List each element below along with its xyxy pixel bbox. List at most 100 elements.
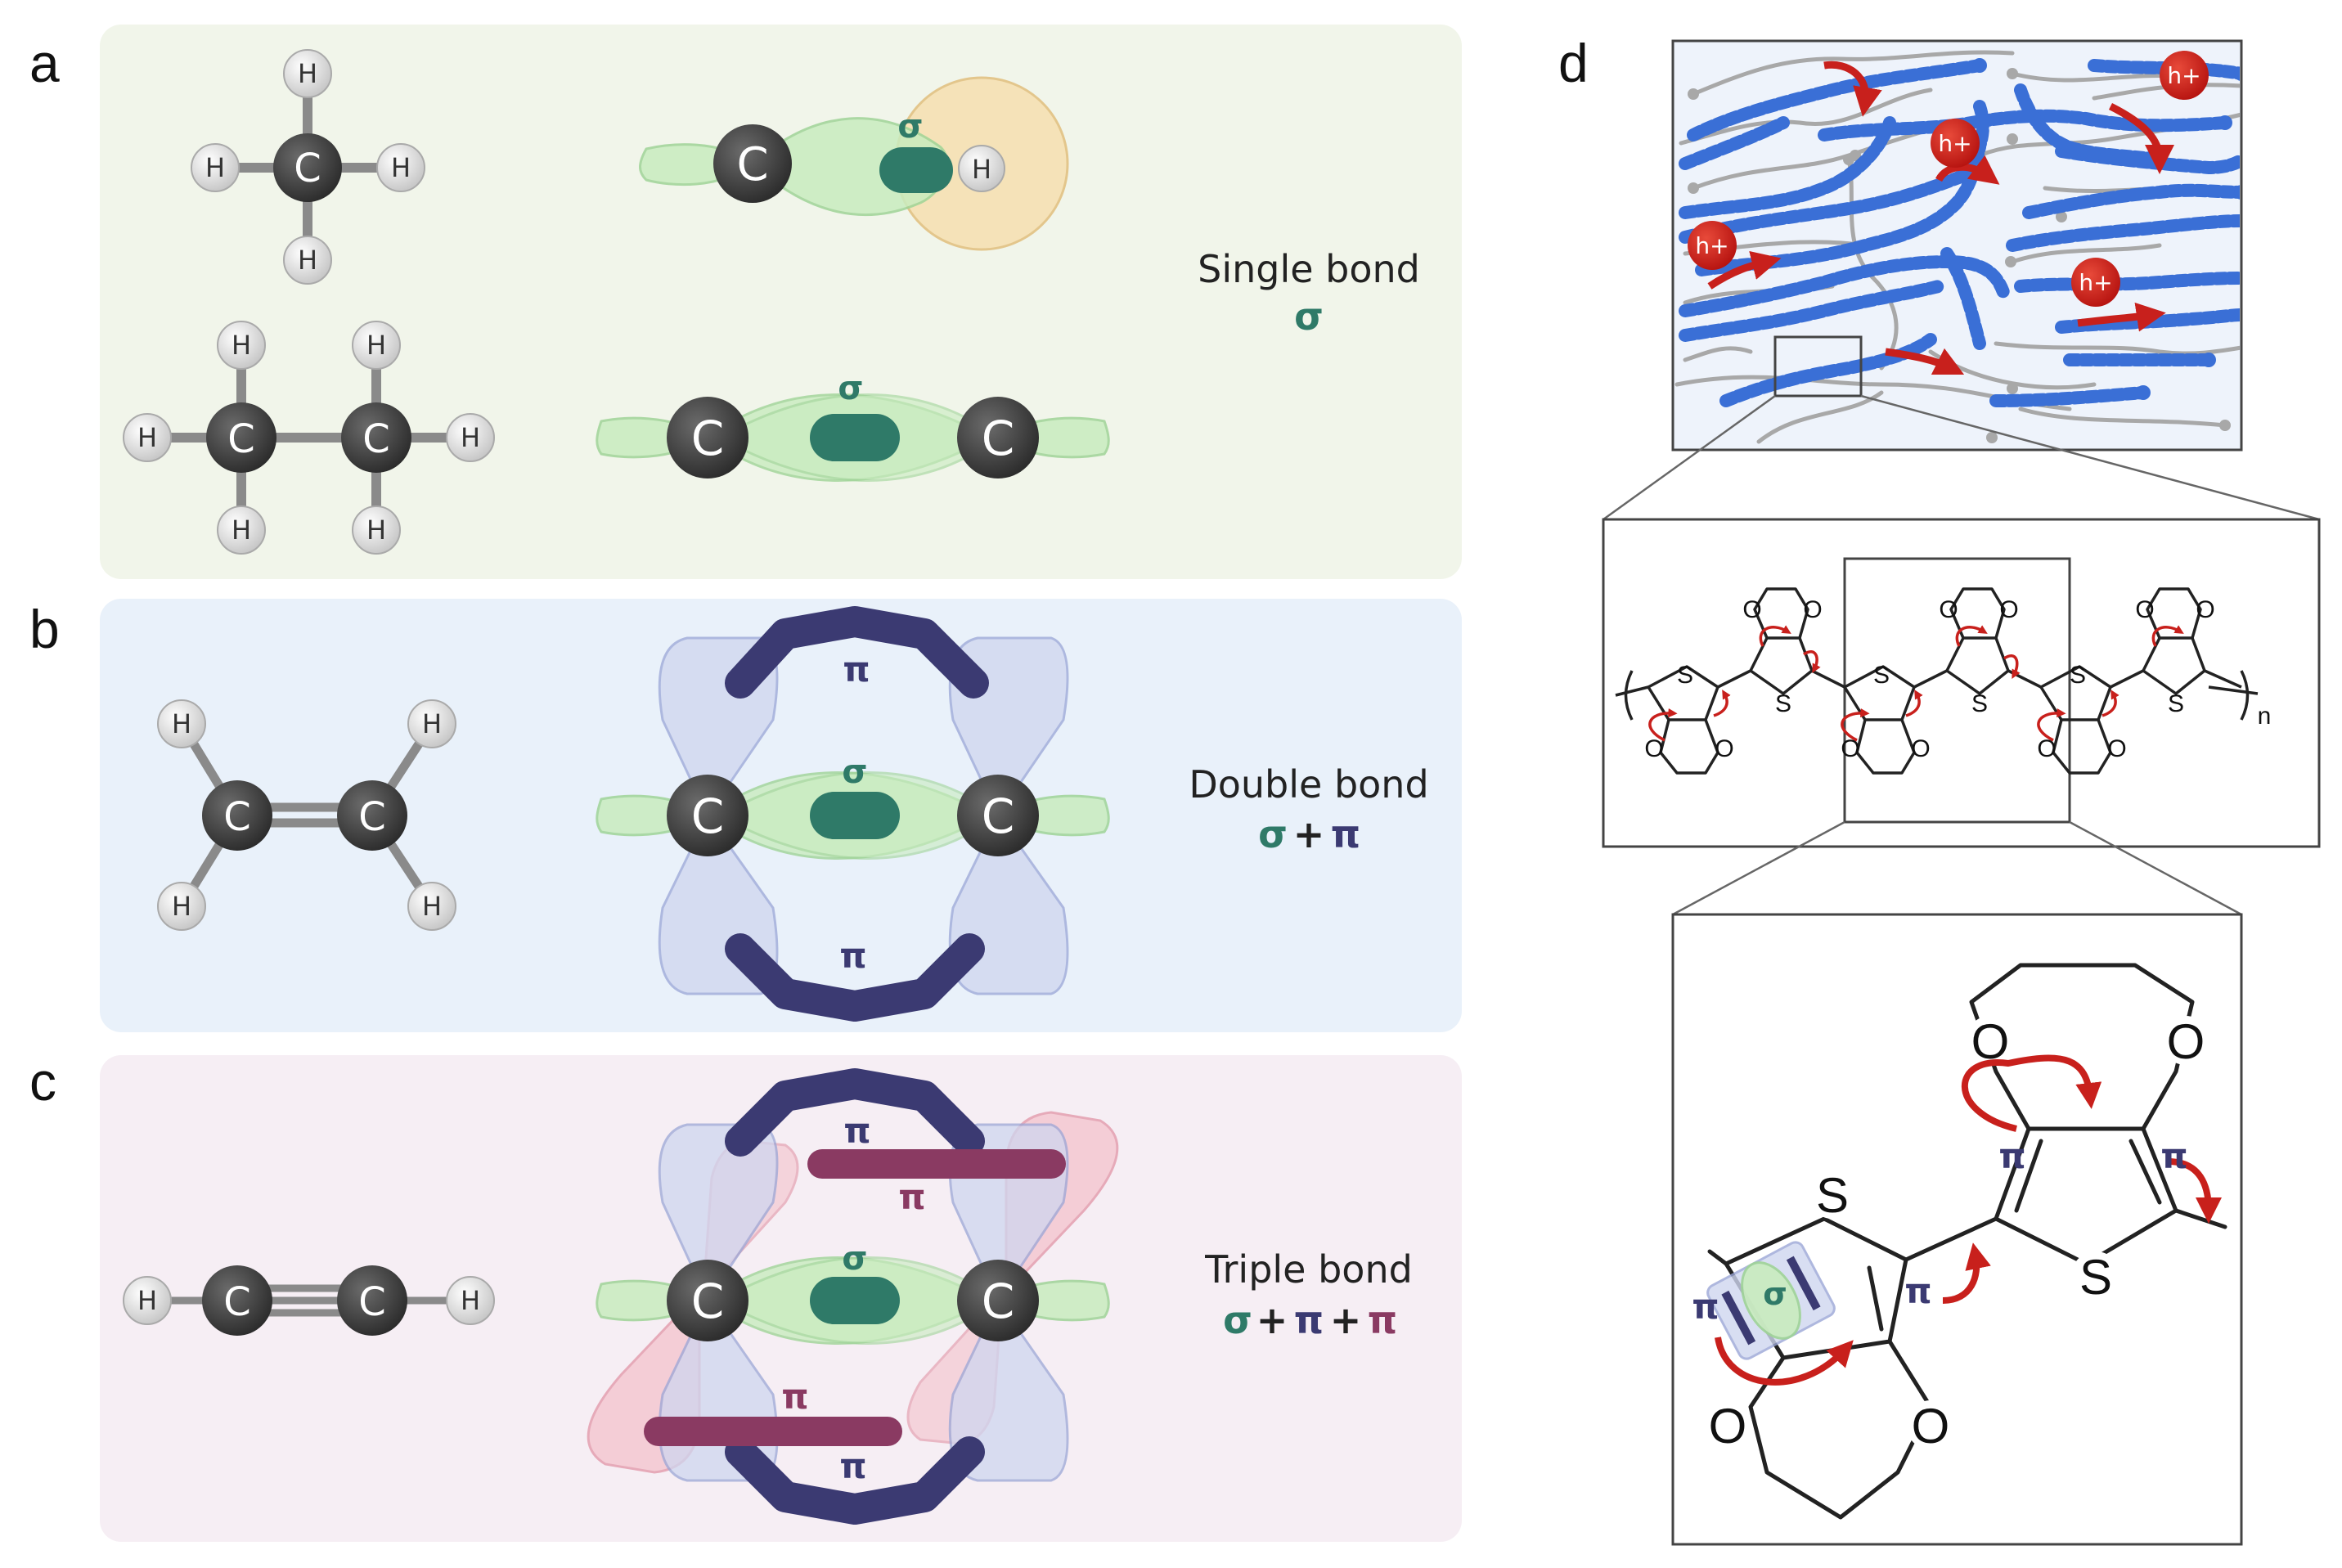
svg-text:π: π <box>1998 1136 2025 1176</box>
pi-bond-bottom <box>725 933 985 1022</box>
svg-text:H: H <box>298 58 317 89</box>
svg-text:S: S <box>2070 662 2086 689</box>
svg-text:H: H <box>172 708 191 739</box>
ethene-molecule: C C H H H H <box>157 699 456 931</box>
electron-arrows-chain <box>1648 625 2184 742</box>
single-bond-title: Single bond <box>1198 247 1420 291</box>
bond-orbital-overlay <box>1706 1241 1836 1360</box>
triple-bond-orbital-diagram: C C σ π π π π <box>587 1068 1119 1525</box>
pi-bond-top <box>725 606 989 699</box>
zoom-lines-1 <box>1603 394 2320 521</box>
svg-text:O: O <box>1742 596 1761 623</box>
svg-text:H: H <box>298 245 317 276</box>
hydrogen-atoms: H H H H <box>191 49 425 285</box>
svg-text:O: O <box>1939 596 1958 623</box>
svg-text:O: O <box>2135 596 2154 623</box>
svg-text:H: H <box>137 422 157 453</box>
svg-text:O: O <box>2037 735 2056 762</box>
panel-label-a: a <box>29 33 60 93</box>
svg-text:σ: σ <box>1763 1276 1787 1312</box>
svg-text:π: π <box>898 1177 925 1217</box>
svg-text:C: C <box>362 416 390 462</box>
svg-text:C: C <box>982 411 1015 466</box>
svg-text:σ: σ <box>842 1240 867 1278</box>
svg-text:O: O <box>1715 735 1733 762</box>
sigma-bond <box>879 147 953 193</box>
svg-text:S: S <box>1971 690 1988 717</box>
svg-text:π: π <box>839 1446 866 1486</box>
svg-text:H: H <box>422 708 442 739</box>
svg-text:H: H <box>461 422 480 453</box>
svg-text:C: C <box>982 788 1015 844</box>
svg-text:+: + <box>1330 1298 1362 1342</box>
svg-text:S: S <box>1816 1168 1849 1223</box>
svg-text:π: π <box>1904 1271 1931 1311</box>
zoom-lines-2 <box>1672 820 2242 916</box>
panel-label-d: d <box>1558 33 1589 93</box>
svg-text:C: C <box>691 411 725 466</box>
zoom-region-2 <box>1843 557 2071 824</box>
svg-text:O: O <box>2167 1014 2205 1069</box>
svg-text:C: C <box>691 788 725 844</box>
single-bond-formula-sigma: σ <box>1294 294 1324 339</box>
ch-sigma-orbital-diagram: C H σ <box>639 76 1069 251</box>
polymer-film-box: h+ h+ h+ h+ <box>1671 39 2243 452</box>
svg-text:C: C <box>982 1274 1015 1329</box>
pedot-chain-box: S S S S S S O O O O O O O O O O O O n <box>1602 518 2321 848</box>
svg-text:S: S <box>2079 1250 2112 1305</box>
svg-text:H: H <box>205 152 225 183</box>
double-bond-formula: σ + π <box>1258 812 1360 856</box>
svg-text:C: C <box>736 138 768 191</box>
svg-text:h+: h+ <box>1695 232 1728 259</box>
svg-text:H: H <box>232 330 251 361</box>
methane-molecule: C H H H H <box>191 49 425 285</box>
svg-text:σ: σ <box>842 753 867 791</box>
svg-text:σ: σ <box>1258 812 1288 856</box>
svg-text:σ: σ <box>838 370 863 407</box>
svg-text:O: O <box>1999 596 2018 623</box>
triple-bond-formula: σ + π + π <box>1223 1298 1397 1342</box>
svg-text:S: S <box>1873 662 1890 689</box>
svg-text:π: π <box>781 1377 808 1417</box>
svg-text:h+: h+ <box>2079 269 2112 296</box>
svg-text:S: S <box>1677 662 1693 689</box>
svg-text:π: π <box>843 1111 870 1151</box>
ethane-molecule: C C H H H H H H <box>123 321 495 555</box>
svg-text:H: H <box>972 154 991 185</box>
svg-text:H: H <box>391 152 411 183</box>
svg-text:σ: σ <box>1223 1298 1252 1342</box>
svg-text:H: H <box>366 514 386 546</box>
svg-text:C: C <box>358 1279 386 1325</box>
svg-text:π: π <box>1331 812 1360 856</box>
panel-label-c: c <box>29 1051 56 1112</box>
svg-text:C: C <box>358 794 386 840</box>
svg-text:π: π <box>1692 1287 1719 1327</box>
cc-sigma-orbital-diagram: C C σ <box>596 370 1110 482</box>
triple-bond-title: Triple bond <box>1204 1247 1413 1292</box>
svg-text:O: O <box>1911 735 1930 762</box>
svg-text:H: H <box>172 891 191 922</box>
double-bond-orbital-diagram: C C σ π π <box>596 606 1110 1022</box>
svg-text:H: H <box>366 330 386 361</box>
svg-text:h+: h+ <box>2167 62 2200 89</box>
carbon-symbol: C <box>294 146 321 191</box>
edot-dimer-box: S S O O O O σ π π π π <box>1671 913 2243 1546</box>
svg-text:π: π <box>1294 1298 1324 1342</box>
svg-text:S: S <box>1775 690 1791 717</box>
svg-text:π: π <box>843 649 870 690</box>
svg-text:C: C <box>691 1274 725 1329</box>
sigma-label: σ <box>897 108 923 146</box>
svg-text:H: H <box>232 514 251 546</box>
svg-text:C: C <box>227 416 255 462</box>
svg-text:+: + <box>1256 1298 1288 1342</box>
double-bond-title: Double bond <box>1189 762 1428 806</box>
carbon-atom <box>273 133 342 202</box>
svg-text:H: H <box>137 1285 157 1316</box>
svg-text:+: + <box>1293 812 1325 856</box>
zoom-region-1 <box>1773 335 1863 398</box>
svg-text:C: C <box>223 1279 251 1325</box>
panel-label-b: b <box>29 599 60 659</box>
svg-text:C: C <box>223 794 251 840</box>
svg-text:O: O <box>1841 735 1859 762</box>
hole-carriers: h+ h+ h+ h+ <box>1688 51 2209 375</box>
